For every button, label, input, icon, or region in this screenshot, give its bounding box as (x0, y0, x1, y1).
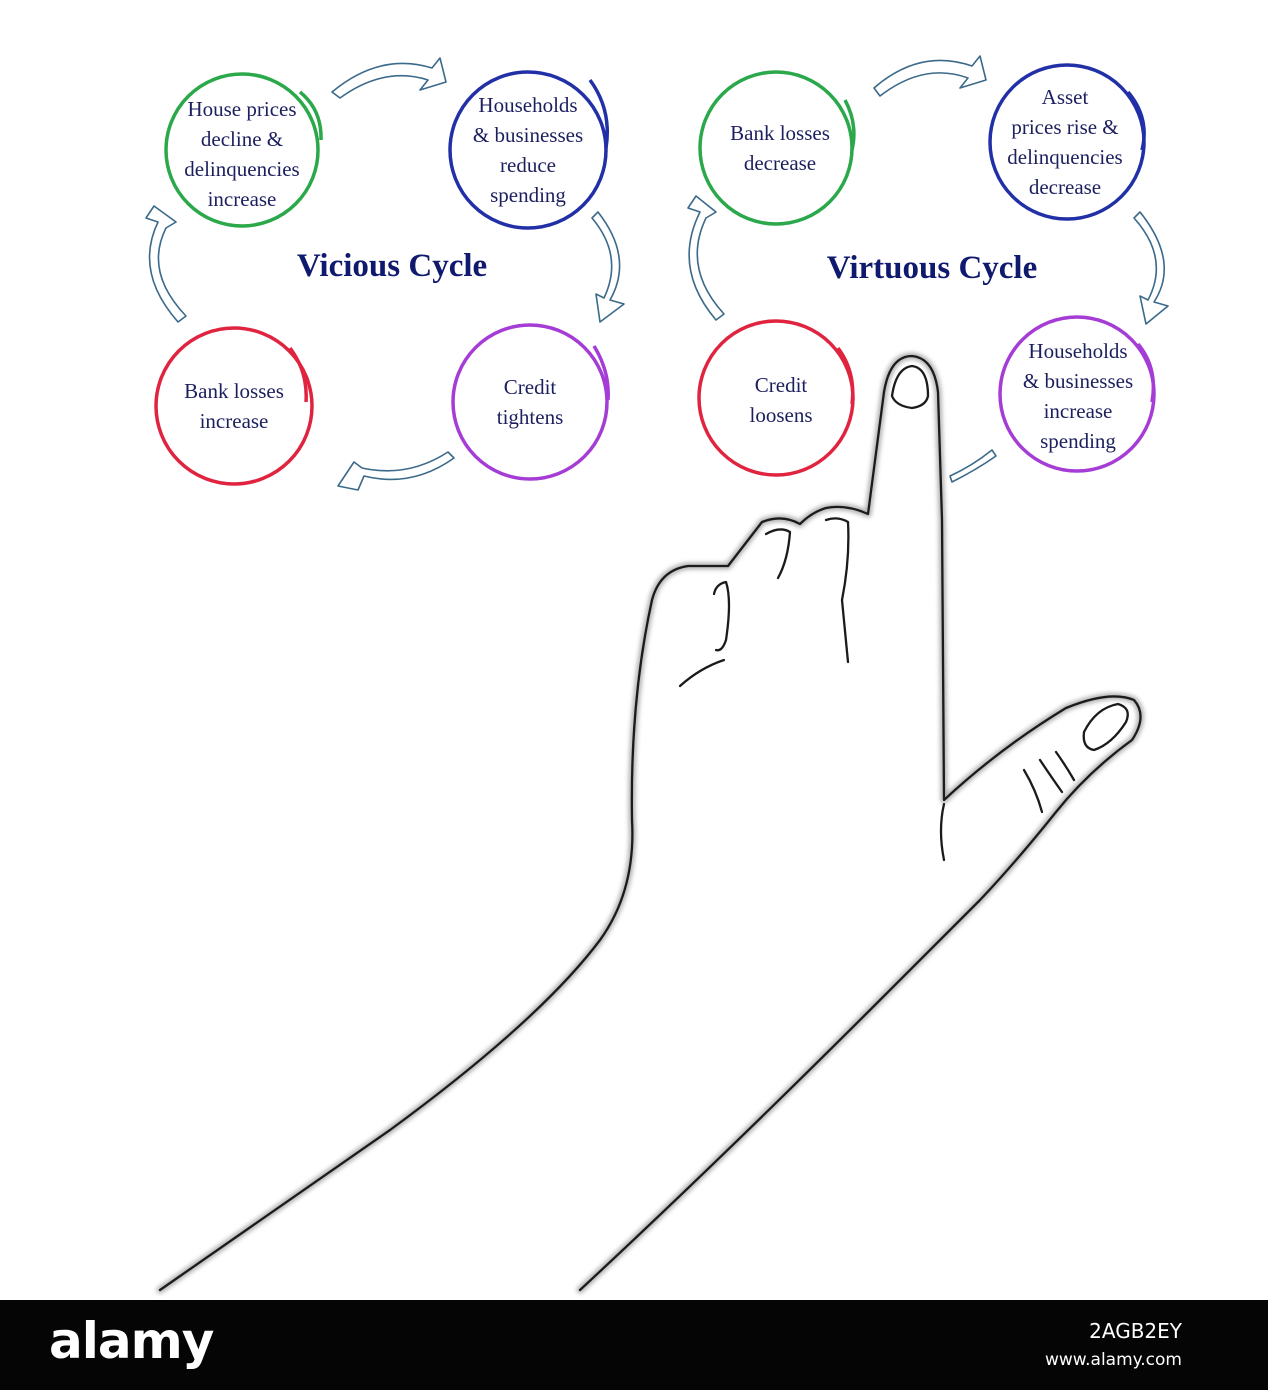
virtuous-circle-bank-losses-tail (843, 99, 856, 151)
virtuous-node-bank-losses: Bank losses decrease (730, 121, 830, 175)
virtuous-circle-asset-prices-tail (1126, 90, 1146, 151)
vicious-node-house-prices: House prices decline & delinquencies inc… (184, 97, 300, 211)
virtuous-node-credit: Credit loosens (749, 373, 813, 427)
arrow-virtuous-bottom (949, 449, 997, 483)
cycle-arrows (145, 55, 1169, 491)
vicious-node-bank-losses: Bank losses increase (184, 379, 284, 433)
virtuous-node-asset-prices: Asset prices rise & delinquencies decrea… (1007, 85, 1123, 199)
vicious-circle-bank-losses-tail (288, 346, 308, 403)
arrow-virtuous-left (687, 195, 725, 321)
arrow-vicious-left (145, 205, 187, 323)
vicious-circle-credit (451, 323, 609, 481)
arrow-vicious-top (331, 57, 447, 99)
vicious-circle-bank-losses (154, 326, 314, 486)
diagram-stage: Vicious Cycle House prices decline & del… (145, 55, 1169, 1294)
virtuous-node-households: Households & businesses increase spendin… (1022, 339, 1134, 453)
vicious-cycle-title: Vicious Cycle (296, 248, 488, 284)
vicious-circle-house-prices-tail (298, 90, 323, 141)
vicious-circle-households (448, 70, 608, 230)
virtuous-circle-households-tail (1136, 342, 1156, 403)
arrow-vicious-right (591, 211, 625, 323)
diagram-canvas (145, 55, 1169, 1294)
site-url-label: www.alamy.com (1044, 1350, 1182, 1370)
virtuous-circles (697, 63, 1156, 477)
vicious-circle-credit-tail (592, 345, 610, 401)
vicious-circle-house-prices (164, 72, 320, 228)
alamy-logo: alamy (49, 1312, 214, 1370)
vicious-circles (154, 70, 610, 486)
vicious-circle-households-tail (588, 78, 610, 149)
image-id-label: 2AGB2EY (1089, 1319, 1182, 1343)
arrow-virtuous-top (873, 55, 987, 97)
vicious-node-households: Households & businesses reduce spending (472, 93, 584, 207)
vicious-node-credit: Credit tightens (496, 375, 564, 429)
pointing-hand-icon (156, 352, 1144, 1294)
arrow-virtuous-right (1133, 211, 1169, 325)
virtuous-cycle-title: Virtuous Cycle (826, 250, 1038, 286)
virtuous-circle-credit-tail (836, 346, 855, 405)
watermark-footer: alamy 2AGB2EY www.alamy.com (0, 1300, 1268, 1390)
arrow-vicious-bottom (337, 451, 455, 491)
